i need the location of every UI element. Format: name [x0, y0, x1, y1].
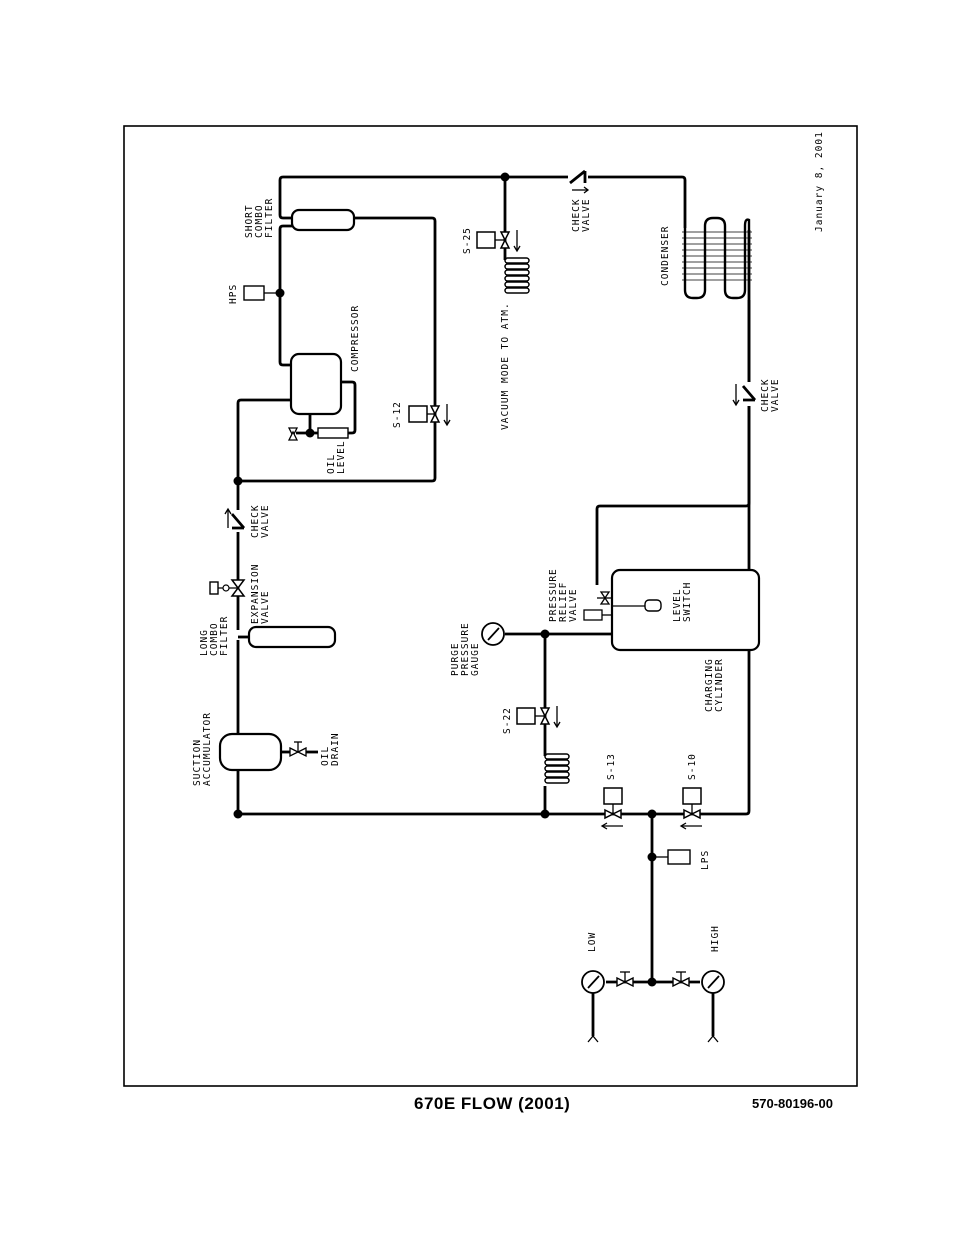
low-side-valve [616, 971, 634, 988]
purge-pressure-gauge-label: PURGEPRESSUREGAUGE [450, 622, 481, 676]
compressor-label: COMPRESSOR [350, 305, 361, 372]
s10-solenoid-valve [679, 787, 702, 830]
check-valve-left-label: CHECKVALVE [250, 504, 271, 538]
s10-label: S-10 [687, 753, 698, 780]
oil-level-label: OILLEVEL [326, 440, 347, 474]
s13-solenoid-valve [600, 787, 623, 830]
long-combo-filter-label: LONGCOMBOFILTER [199, 616, 230, 656]
suction-accumulator [218, 732, 283, 772]
check-valve-top [568, 169, 590, 194]
s25-label: S-25 [462, 227, 473, 254]
s22-coil [544, 753, 570, 784]
condenser [682, 216, 752, 300]
date-label: January 8, 2001 [814, 131, 825, 232]
drawing-frame [123, 125, 858, 1087]
oil-level-sight [317, 427, 349, 439]
lps-sensor [652, 849, 691, 865]
oil-drain-label: OILDRAIN [320, 732, 341, 766]
drawing-title: 670E FLOW (2001) [414, 1094, 571, 1113]
s25-coil [504, 257, 530, 294]
s25-solenoid-valve [476, 230, 521, 253]
compressor [289, 352, 343, 416]
level-switch-label: LEVELSWITCH [672, 582, 693, 622]
suction-accumulator-label: SUCTIONACCUMULATOR [192, 712, 213, 786]
pressure-relief-valve-label: PRESSURERELIEFVALVE [548, 568, 579, 622]
check-valve-right [732, 382, 757, 407]
charging-cylinder [610, 568, 761, 652]
hps-label: HPS [228, 284, 239, 304]
check-valve-left [224, 507, 246, 532]
hps-sensor [243, 285, 280, 301]
high-label: HIGH [710, 925, 721, 952]
pressure-relief-valve [583, 591, 612, 621]
high-side-valve [672, 971, 690, 988]
short-combo-filter-label: SHORTCOMBOFILTER [244, 198, 275, 238]
condenser-label: CONDENSER [660, 226, 671, 286]
s13-label: S-13 [606, 753, 617, 780]
s12-label: S-12 [392, 401, 403, 428]
purge-pressure-gauge [481, 622, 505, 646]
charging-cylinder-label: CHARGINGCYLINDER [704, 658, 725, 712]
oil-drain-valve [289, 741, 318, 758]
compressor-service-valve [287, 427, 299, 441]
low-pressure-gauge [581, 970, 605, 1043]
s22-label: S-22 [502, 707, 513, 734]
high-pressure-gauge [701, 970, 725, 1043]
s12-solenoid-valve [408, 404, 451, 427]
long-combo-filter [247, 625, 337, 649]
level-switch-float [644, 599, 662, 612]
low-label: LOW [587, 932, 598, 952]
lps-label: LPS [700, 850, 711, 870]
vacuum-mode-label: VACUUM MODE TO ATM. [500, 302, 511, 430]
expansion-valve [209, 579, 246, 597]
s22-solenoid-valve [516, 706, 561, 729]
check-valve-top-label: CHECKVALVE [571, 198, 592, 232]
junction-dots [233, 172, 657, 987]
short-combo-filter [290, 208, 356, 232]
check-valve-right-label: CHECKVALVE [760, 378, 781, 412]
document-number: 570-80196-00 [752, 1096, 833, 1111]
expansion-valve-label: EXPANSIONVALVE [250, 564, 271, 624]
